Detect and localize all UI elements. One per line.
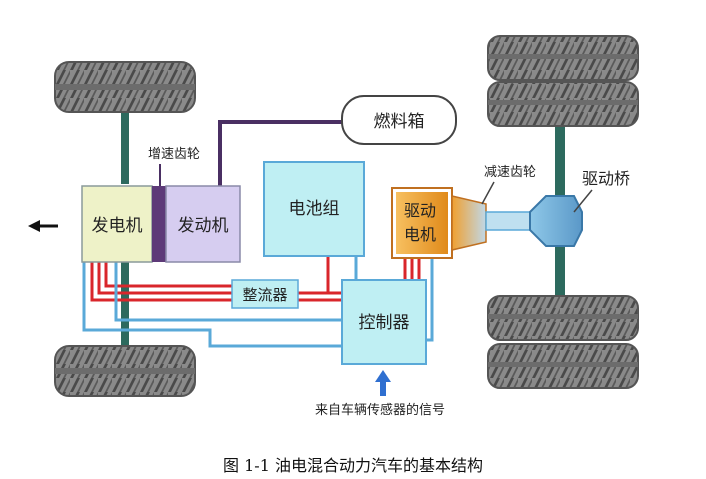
generator-block: 发电机 (81, 185, 153, 263)
rear-left-tire (54, 345, 196, 397)
speed-increase-gear-band (152, 186, 166, 262)
front-left-tire (54, 61, 196, 113)
controller-block: 控制器 (341, 279, 427, 365)
engine-label: 发动机 (178, 216, 229, 236)
figure-caption: 图 1-1 油电混合动力汽车的基本结构 (223, 456, 483, 475)
output-shaft (485, 211, 531, 231)
battery-pack-block: 电池组 (263, 161, 365, 257)
speed-increase-gear-label: 增速齿轮 (148, 147, 200, 162)
red-wires (90, 256, 421, 302)
drive-axle-pointer (573, 189, 593, 213)
shafts (121, 112, 565, 346)
reduction-gear-label: 减速齿轮 (484, 165, 536, 180)
blue-wires (82, 256, 434, 348)
drive-axle-block (529, 195, 583, 247)
right-upper-tire-pair (487, 35, 639, 127)
fuel-tank-label: 燃料箱 (374, 112, 425, 132)
fuel-tank-block: 燃料箱 (341, 95, 457, 145)
hybrid-vehicle-diagram: 发电机 发动机 增速齿轮 燃料箱 电池组 驱动 电机 减速齿轮 驱动桥 (28, 35, 639, 418)
fuel-line (218, 120, 342, 186)
generator-label: 发电机 (92, 216, 143, 236)
drive-motor-block: 驱动 电机 (391, 187, 487, 259)
rectifier-label: 整流器 (242, 286, 287, 304)
sensor-signal-label: 来自车辆传感器的信号 (315, 402, 445, 418)
controller-label: 控制器 (359, 313, 410, 333)
signal-arrow-icon (375, 370, 391, 396)
right-lower-tire-pair (487, 295, 639, 389)
rectifier-block: 整流器 (231, 279, 299, 309)
reduction-gear-pointer (481, 181, 495, 205)
engine-block: 发动机 (165, 185, 241, 263)
output-arrow-icon (28, 220, 58, 232)
drive-motor-label-line1: 驱动 (404, 201, 436, 220)
drive-motor-label-line2: 电机 (404, 225, 436, 244)
drive-axle-label: 驱动桥 (582, 169, 630, 188)
battery-pack-label: 电池组 (289, 199, 340, 219)
